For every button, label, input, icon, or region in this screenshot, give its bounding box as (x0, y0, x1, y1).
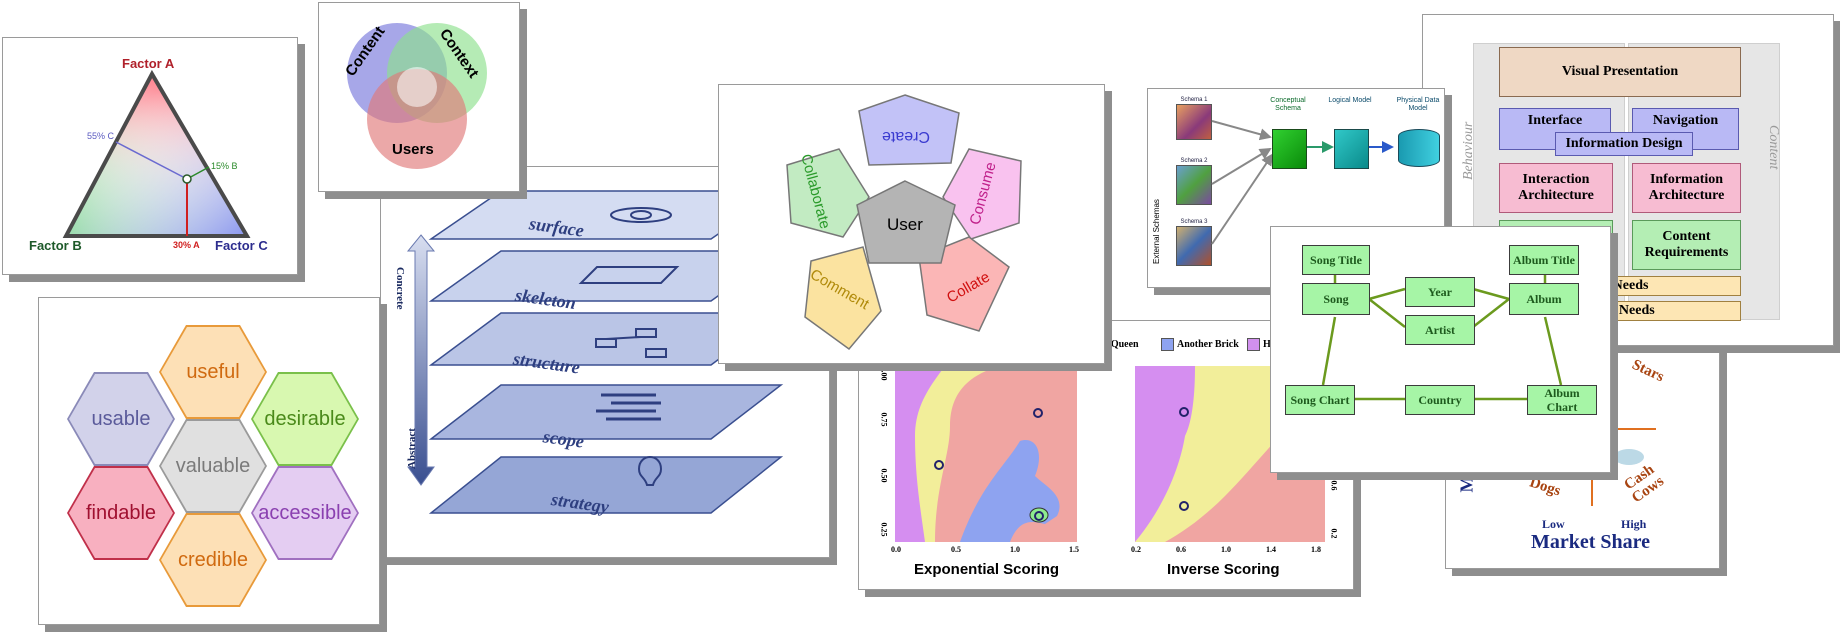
hex-useful: useful (161, 327, 265, 417)
factor-b-label: Factor B (29, 238, 82, 253)
music-er-card: Song Title Album Title Year Song Album A… (1270, 226, 1611, 473)
bcg-high-label: High (1621, 517, 1647, 531)
schema-1-label: Schema 1 (1180, 97, 1208, 103)
schema-2-image (1176, 165, 1212, 205)
inverse-title: Inverse Scoring (1167, 561, 1280, 578)
factor-c-label: Factor C (215, 238, 268, 253)
factor-a-label: Factor A (122, 56, 175, 71)
exp-x-tick-3: 1.5 (1069, 545, 1079, 554)
exponential-plot (895, 366, 1077, 542)
er-album: Album (1509, 283, 1579, 315)
ia-content-requirements: Content Requirements (1632, 220, 1741, 270)
exp-y-tick-0: .00 (879, 370, 889, 381)
inv-y-tick-0: 0.6 (1329, 480, 1339, 491)
hex-valuable: valuable (161, 421, 265, 511)
ia-interaction-architecture: Interaction Architecture (1499, 163, 1613, 213)
ia-visual-presentation: Visual Presentation (1499, 47, 1741, 97)
exp-x-tick-2: 1.0 (1010, 545, 1020, 554)
inv-x-tick-2: 1.0 (1221, 545, 1231, 554)
exp-x-tick-0: 0.0 (891, 545, 901, 554)
ternary-triangle (62, 69, 251, 238)
ternary-triangle-card: Factor A Factor B Factor C 55% C 15% B 3… (2, 37, 298, 275)
schema-physical-cylinder (1398, 129, 1440, 167)
ia-content-label: Content (1766, 125, 1781, 170)
inv-x-tick-3: 1.4 (1266, 545, 1276, 554)
bcg-stars-label: Stars (1629, 356, 1667, 386)
schema-conceptual-box (1272, 129, 1307, 169)
planes-stack (406, 190, 784, 514)
scoring-legend-2-swatch (1161, 338, 1174, 351)
er-album-chart: Album Chart (1527, 385, 1597, 415)
er-country: Country (1405, 385, 1475, 415)
exp-y-tick-3: 0.25 (879, 522, 889, 537)
exponential-title: Exponential Scoring (914, 561, 1060, 578)
schema-logical-label: Logical Model (1328, 97, 1372, 104)
bcg-bubble (1614, 449, 1644, 465)
bcg-axis-vertical (1591, 456, 1593, 506)
hex-credible: credible (161, 515, 265, 605)
schema-1-image (1176, 104, 1212, 140)
exp-y-tick-2: 0.50 (879, 468, 889, 483)
er-album-title: Album Title (1509, 245, 1579, 275)
exp-x-tick-1: 0.5 (951, 545, 961, 554)
schema-2-label: Schema 2 (1180, 158, 1208, 164)
exp-y-tick-1: 0.75 (879, 412, 889, 427)
bcg-dogs-label: Dogs (1527, 474, 1563, 500)
hex-findable: findable (69, 468, 173, 558)
ia-behaviour-label: Behaviour (1461, 121, 1476, 180)
inv-x-tick-0: 0.2 (1131, 545, 1141, 554)
inv-x-tick-1: 0.6 (1176, 545, 1186, 554)
ternary-55c-label: 55% C (87, 131, 115, 141)
inv-y-tick-1: 0.2 (1329, 528, 1339, 539)
abstract-label: Abstract (406, 428, 418, 469)
ternary-15b-label: 15% B (211, 161, 238, 171)
schema-3-image (1176, 226, 1212, 266)
schema-3-label: Schema 3 (1180, 219, 1208, 225)
er-song-title: Song Title (1302, 245, 1370, 275)
hex-usable: usable (69, 374, 173, 464)
scoring-legend-3: He (1263, 339, 1275, 350)
bcg-market-share-label: Market Share (1531, 531, 1651, 553)
hex-desirable: desirable (253, 374, 357, 464)
venn-users-label: Users (392, 141, 434, 158)
schema-conceptual-label: Conceptual Schema (1270, 97, 1306, 112)
bcg-axis-horizontal (1591, 428, 1656, 430)
inv-x-tick-4: 1.8 (1311, 545, 1321, 554)
hex-accessible: accessible (253, 468, 357, 558)
pentagon-diagram (786, 94, 1022, 351)
scoring-legend-3-swatch (1247, 338, 1260, 351)
er-year: Year (1405, 277, 1475, 307)
ia-information-architecture: Information Architecture (1632, 163, 1741, 213)
er-artist: Artist (1405, 315, 1475, 345)
pentagon-user: User (887, 215, 923, 234)
venn-diagram (347, 23, 487, 169)
schema-logical-box (1334, 129, 1369, 169)
venn-card: Content Context Users (318, 2, 520, 192)
ternary-30a-label: 30% A (173, 240, 200, 250)
ia-information-design: Information Design (1555, 132, 1693, 156)
scoring-legend-1: ing Queen (1095, 339, 1139, 350)
scoring-legend-2: Another Brick (1177, 339, 1239, 350)
bcg-low-label: Low (1542, 517, 1565, 531)
er-song-chart: Song Chart (1285, 385, 1355, 415)
honeycomb-card: useful usable desirable valuable findabl… (38, 297, 380, 625)
schema-physical-label: Physical Data Model (1396, 97, 1440, 112)
concrete-label: Concrete (394, 267, 406, 310)
schema-arrows (1211, 120, 1394, 245)
pentagon-create: Create (882, 128, 931, 145)
user-pentagon-card: User Create Collaborate Consume Comment … (718, 84, 1105, 364)
er-song: Song (1302, 283, 1370, 315)
bcg-cash-cows-label: Cash Cows (1621, 461, 1667, 507)
